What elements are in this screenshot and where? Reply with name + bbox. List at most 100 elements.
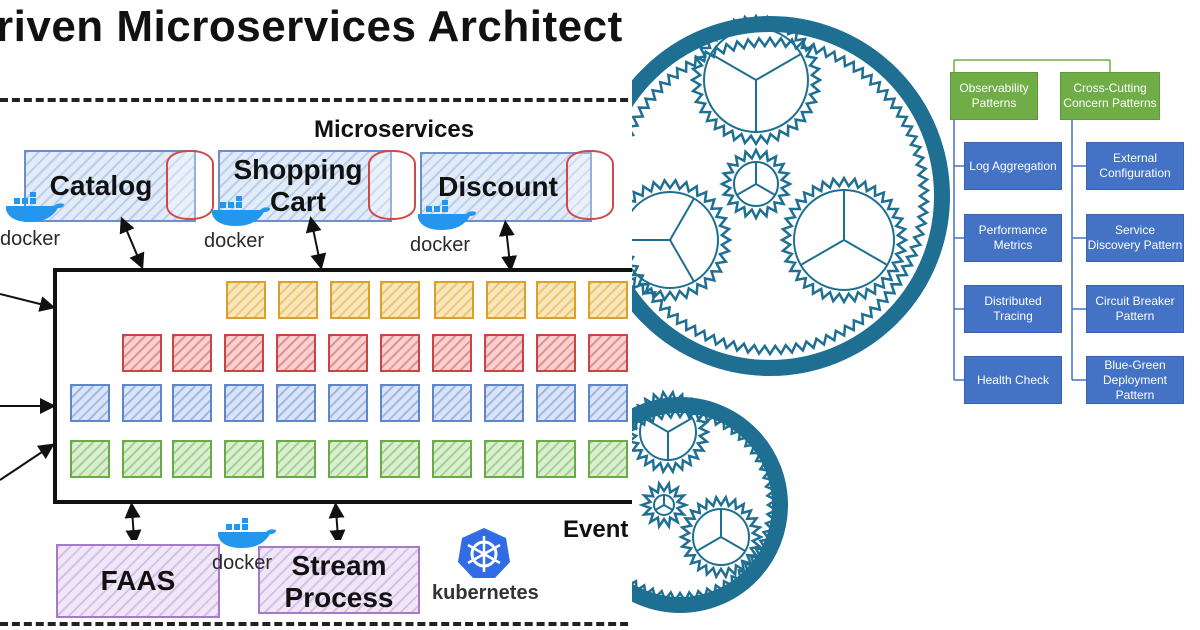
- gear-teeth: [719, 147, 793, 221]
- gear-spoke: [669, 197, 695, 241]
- event-cell-blue: [328, 384, 368, 422]
- microservices-label: Microservices: [314, 116, 475, 143]
- gear-spoke: [843, 239, 888, 266]
- event-cell-red: [536, 334, 576, 372]
- event-cell-blue: [380, 384, 420, 422]
- ring-gear-teeth: [632, 406, 779, 604]
- gear-teeth: [689, 13, 823, 147]
- event-cell-green: [224, 440, 264, 478]
- event-cell-green: [432, 440, 472, 478]
- gears-illustration: [632, 13, 950, 613]
- event-cell-green: [122, 440, 162, 478]
- event-cell-green: [276, 440, 316, 478]
- event-cell-red: [380, 334, 420, 372]
- event-cell-green: [588, 440, 628, 478]
- event-cell-blue: [122, 384, 162, 422]
- bottom-dashed-divider: [0, 622, 632, 626]
- architecture-diagram-panel: riven Microservices Architect Microservi…: [0, 2, 632, 626]
- event-cell-green: [484, 440, 524, 478]
- event-cell-red: [432, 334, 472, 372]
- event-cell-green: [172, 440, 212, 478]
- distributed-tracing-node: Distributed Tracing: [964, 285, 1062, 333]
- gear-spoke: [696, 536, 722, 552]
- event-cell-red: [588, 334, 628, 372]
- docker-label: docker: [410, 234, 471, 256]
- docker-whale-icon: [212, 196, 270, 226]
- event-cell-orange: [588, 281, 628, 319]
- event-cell-blue: [432, 384, 472, 422]
- event-cell-orange: [536, 281, 576, 319]
- event-cell-blue: [536, 384, 576, 422]
- external-configuration-node: External Configuration: [1086, 142, 1184, 190]
- event-cell-orange: [226, 281, 266, 319]
- docker-whale-icon: [218, 518, 276, 548]
- docker-label: docker: [0, 228, 61, 250]
- event-cell-orange: [380, 281, 420, 319]
- event-cell-blue: [70, 384, 110, 422]
- gear-teeth: [678, 494, 764, 580]
- gear-spoke: [720, 536, 746, 552]
- database-icon: [166, 150, 214, 220]
- event-bus-cells: [70, 281, 628, 478]
- event-cell-green: [536, 440, 576, 478]
- gear-spoke: [736, 183, 757, 196]
- diagram-title: riven Microservices Architect: [0, 2, 623, 51]
- faas-box: FAAS: [56, 544, 220, 618]
- service-box-shopping-cart: Shopping Cart: [218, 150, 392, 222]
- gear-teeth: [632, 177, 733, 303]
- gear-spoke: [755, 53, 802, 81]
- event-cell-red: [328, 334, 368, 372]
- stream-process-box: Stream Process: [258, 546, 420, 614]
- docker-whale-icon: [6, 192, 64, 222]
- gear-teeth: [638, 480, 690, 530]
- gear-rim: [632, 191, 719, 289]
- gear-teeth: [632, 389, 711, 475]
- kubernetes-icon: [458, 528, 510, 578]
- database-icon: [368, 150, 416, 220]
- event-cell-red: [122, 334, 162, 372]
- event-cell-orange: [278, 281, 318, 319]
- log-aggregation-node: Log Aggregation: [964, 142, 1062, 190]
- top-dashed-divider: [0, 98, 632, 102]
- event-cell-red: [172, 334, 212, 372]
- event-cell-green: [70, 440, 110, 478]
- gear-spoke: [755, 183, 776, 196]
- blue-green-deployment-pattern-node: Blue-Green Deployment Pattern: [1086, 356, 1184, 404]
- event-cell-red: [276, 334, 316, 372]
- gear-spoke: [667, 417, 693, 433]
- gear-spoke: [800, 239, 845, 266]
- event-cell-orange: [330, 281, 370, 319]
- event-cell-blue: [484, 384, 524, 422]
- gear-spoke: [643, 417, 669, 433]
- event-cell-blue: [588, 384, 628, 422]
- event-cell-blue: [224, 384, 264, 422]
- event-label: Event: [563, 516, 629, 543]
- gear-spoke: [654, 504, 665, 511]
- event-cell-red: [484, 334, 524, 372]
- performance-metrics-node: Performance Metrics: [964, 214, 1062, 262]
- docker-label: docker: [204, 230, 265, 252]
- event-cell-green: [328, 440, 368, 478]
- observability-patterns-node: Observability Patterns: [950, 72, 1038, 120]
- gear-spoke: [710, 53, 757, 81]
- service-box-discount: Discount: [420, 152, 592, 222]
- gear-teeth: [779, 175, 909, 305]
- event-cell-blue: [172, 384, 212, 422]
- connector-arrows: [0, 216, 518, 540]
- event-cell-green: [380, 440, 420, 478]
- event-cell-orange: [434, 281, 474, 319]
- ring-gear-outer: [632, 397, 788, 613]
- circuit-breaker-pattern-node: Circuit Breaker Pattern: [1086, 285, 1184, 333]
- database-icon: [566, 150, 614, 220]
- kubernetes-label: kubernetes: [432, 582, 539, 604]
- service-label-discount: Discount: [438, 171, 558, 202]
- cross-cutting-concern-patterns-node: Cross-Cutting Concern Patterns: [1060, 72, 1160, 120]
- docker-whale-icon: [418, 200, 476, 230]
- service-label-catalog: Catalog: [49, 170, 153, 201]
- docker-label: docker: [212, 552, 273, 574]
- ring-gear-teeth: [632, 35, 931, 357]
- gear-spoke: [663, 504, 674, 511]
- service-label-shopping-cart: Shopping Cart: [233, 154, 363, 217]
- gear-spoke: [669, 239, 695, 283]
- event-cell-blue: [276, 384, 316, 422]
